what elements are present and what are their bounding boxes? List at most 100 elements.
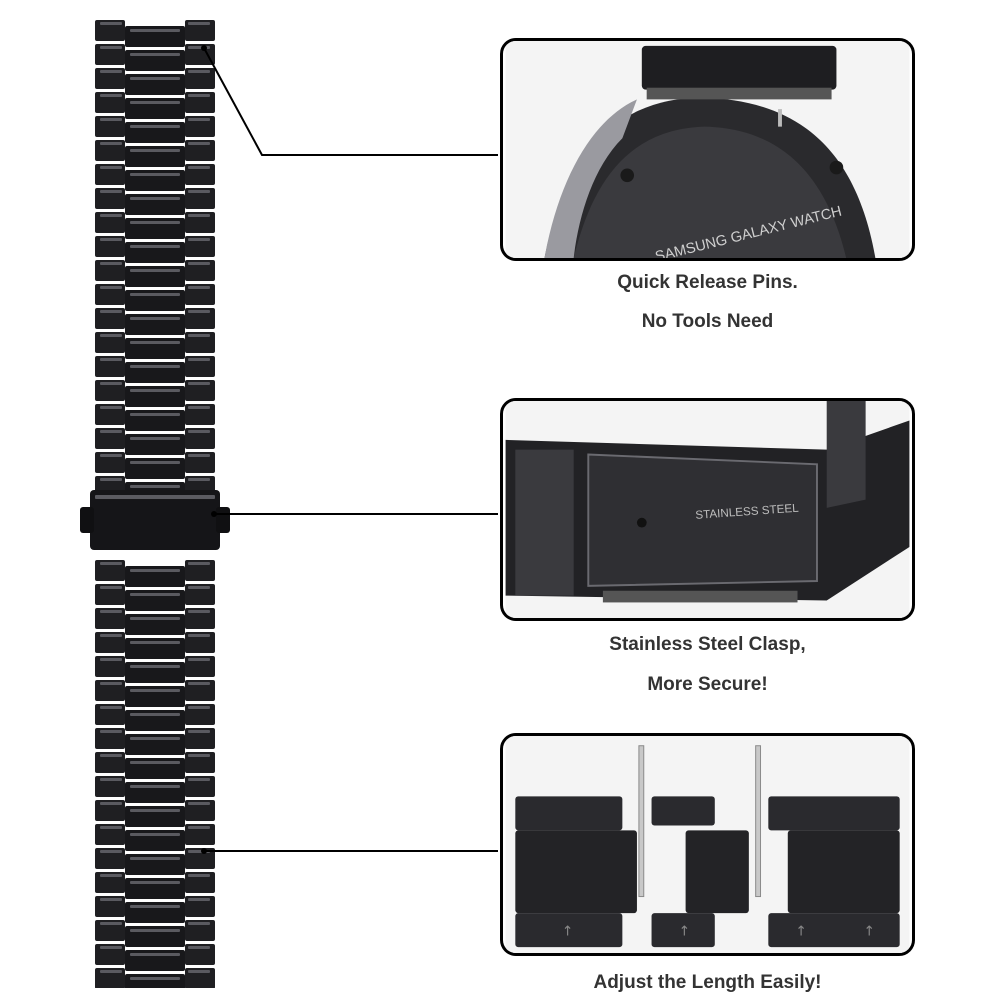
band-link xyxy=(130,269,180,272)
band-link xyxy=(188,922,210,925)
band-link xyxy=(100,430,122,433)
band-link xyxy=(188,214,210,217)
band-link xyxy=(130,857,180,860)
band-link xyxy=(95,260,125,281)
band-link xyxy=(188,22,210,25)
band-link xyxy=(188,262,210,265)
band-link xyxy=(100,826,122,829)
band-link xyxy=(188,610,210,613)
band-link xyxy=(185,752,215,773)
watch-band-links xyxy=(80,20,230,995)
feature-panel-quick-release: SAMSUNG GALAXY WATCH xyxy=(500,38,915,261)
band-link xyxy=(130,833,180,836)
band-link xyxy=(95,452,125,473)
band-link xyxy=(188,406,210,409)
band-link xyxy=(188,286,210,289)
band-link xyxy=(100,586,122,589)
band-link xyxy=(185,452,215,473)
band-link xyxy=(188,754,210,757)
arrow-up-icon: ↑ xyxy=(796,923,807,939)
band-link xyxy=(130,413,180,416)
band-link xyxy=(185,872,215,893)
band-link xyxy=(185,800,215,821)
band-link xyxy=(185,608,215,629)
band-link xyxy=(100,406,122,409)
band-link xyxy=(185,164,215,185)
band-link xyxy=(100,70,122,73)
caption-links: Adjust the Length Easily! xyxy=(593,972,822,993)
band-link xyxy=(100,238,122,241)
band-link xyxy=(188,310,210,313)
band-link xyxy=(188,802,210,805)
band-link xyxy=(130,713,180,716)
band-link xyxy=(100,382,122,385)
band-link xyxy=(95,188,125,209)
watch-back-illustration: SAMSUNG GALAXY WATCH xyxy=(505,41,910,258)
band-link xyxy=(100,286,122,289)
band-link xyxy=(95,44,125,65)
band-link xyxy=(95,656,125,677)
band-link xyxy=(188,658,210,661)
band-link xyxy=(130,317,180,320)
band-link xyxy=(188,634,210,637)
band-link xyxy=(185,776,215,797)
band-link xyxy=(188,190,210,193)
band-link xyxy=(130,761,180,764)
band-link xyxy=(130,101,180,104)
band-link xyxy=(95,944,125,965)
band-link xyxy=(95,584,125,605)
band-link xyxy=(100,706,122,709)
band-link xyxy=(130,737,180,740)
band-link xyxy=(95,560,125,581)
band-link xyxy=(130,665,180,668)
band-link xyxy=(188,358,210,361)
band-link xyxy=(100,190,122,193)
caption-clasp-line1: Stainless Steel Clasp, xyxy=(609,634,806,655)
band-link xyxy=(130,221,180,224)
band-link xyxy=(130,437,180,440)
band-link xyxy=(188,562,210,565)
band-link xyxy=(130,365,180,368)
band-link xyxy=(130,953,180,956)
band-link xyxy=(130,197,180,200)
band-link xyxy=(188,382,210,385)
band-link xyxy=(100,142,122,145)
band-link xyxy=(130,929,180,932)
band-link xyxy=(100,46,122,49)
band-link xyxy=(100,730,122,733)
band-link xyxy=(185,632,215,653)
band-link xyxy=(188,430,210,433)
band-link xyxy=(95,164,125,185)
band-link xyxy=(130,461,180,464)
caption-quick-release-line1: Quick Release Pins. xyxy=(617,272,798,293)
band-link xyxy=(185,332,215,353)
caption-quick-release-line2: No Tools Need xyxy=(641,311,774,332)
band-link xyxy=(185,20,215,41)
band-link xyxy=(95,896,125,917)
band-link xyxy=(100,850,122,853)
band-link xyxy=(188,478,210,481)
band-link xyxy=(130,689,180,692)
band-link xyxy=(185,896,215,917)
band-link xyxy=(100,478,122,481)
band-link xyxy=(185,944,215,965)
band-link xyxy=(100,214,122,217)
band-link xyxy=(95,872,125,893)
band-link xyxy=(90,490,220,550)
caption-clasp-line2: More Secure! xyxy=(647,674,768,695)
band-link xyxy=(188,682,210,685)
band-link xyxy=(130,125,180,128)
band-link xyxy=(130,173,180,176)
band-link xyxy=(130,149,180,152)
band-link xyxy=(100,610,122,613)
band-link xyxy=(130,485,180,488)
watch-band-illustration xyxy=(80,20,230,995)
band-link xyxy=(95,212,125,233)
band-link xyxy=(95,380,125,401)
band-link xyxy=(100,874,122,877)
band-link xyxy=(130,569,180,572)
band-link xyxy=(188,166,210,169)
clasp-illustration: STAINLESS STEEL xyxy=(505,401,910,618)
band-link xyxy=(100,898,122,901)
band-link xyxy=(95,428,125,449)
